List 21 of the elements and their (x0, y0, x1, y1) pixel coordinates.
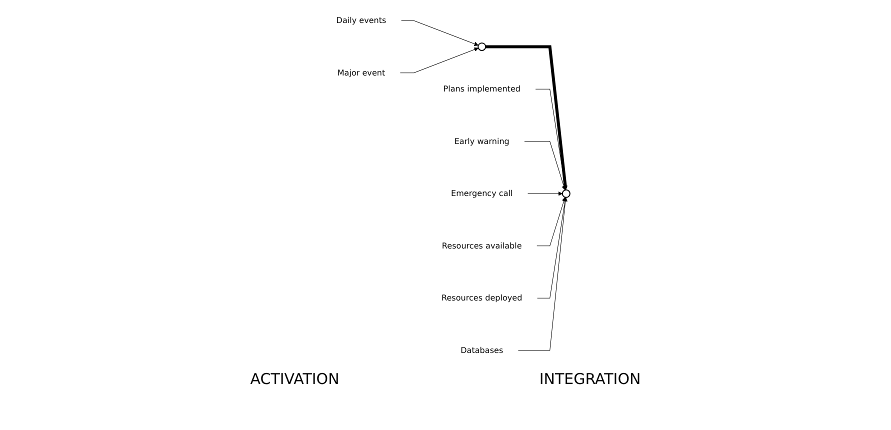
arrow (518, 196, 568, 350)
arrow (536, 196, 568, 298)
arrow (536, 196, 566, 246)
node-text: Major event (337, 67, 386, 77)
node-text: Plans implemented (443, 84, 520, 94)
arrow (524, 140, 566, 190)
arrow (400, 46, 478, 73)
node-text: Emergency call (450, 188, 513, 198)
stage-label: INTEGRATION (539, 370, 641, 388)
arrow (486, 44, 568, 190)
node-text: Databases (460, 344, 504, 354)
node-text: Resources deployed (441, 292, 522, 302)
arrow (535, 88, 568, 190)
node-circle (478, 42, 486, 50)
node-text: Daily events (336, 15, 386, 25)
node-circle (562, 188, 570, 198)
node-text: Early warning (454, 136, 510, 146)
arrow (527, 190, 563, 196)
stage-label: ACTIVATION (250, 370, 340, 388)
node-text: Resources available (442, 240, 522, 250)
arrow (400, 20, 478, 46)
